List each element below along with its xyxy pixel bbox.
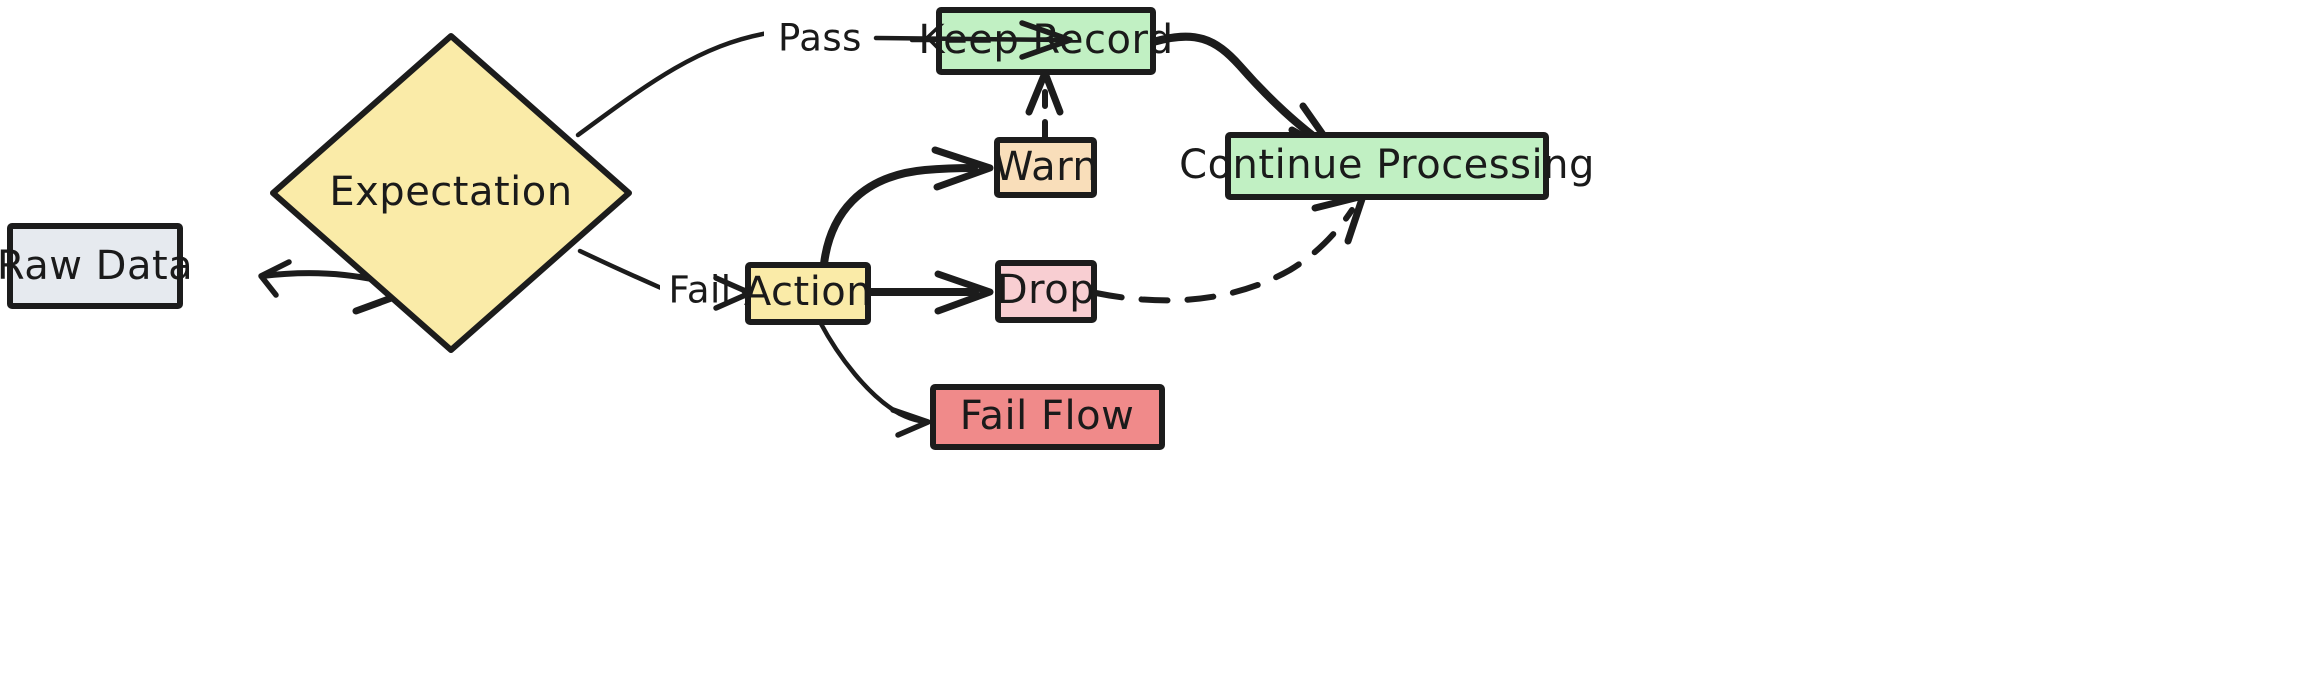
edge-path-action-to-warn bbox=[820, 164, 978, 268]
node-continue-processing[interactable]: Continue Processing bbox=[1179, 132, 1595, 200]
arrowhead-to-warn bbox=[931, 146, 994, 191]
action-label: Action bbox=[744, 269, 872, 315]
edge-path-keep-record-to-continue bbox=[1149, 32, 1334, 152]
node-action[interactable]: Action bbox=[744, 262, 872, 325]
raw-data-box[interactable] bbox=[7, 223, 183, 309]
continue-processing-box[interactable] bbox=[1225, 132, 1549, 200]
fail-label-backdrop bbox=[660, 268, 744, 316]
pass-arrow-stub bbox=[873, 35, 1069, 43]
edge-warn-to-keep-record bbox=[1025, 69, 1064, 141]
edge-action-to-fail-flow bbox=[817, 319, 931, 438]
edge-drop-to-continue bbox=[1093, 192, 1367, 304]
node-raw-data[interactable]: Raw Data bbox=[0, 223, 193, 309]
edge-action-to-warn bbox=[820, 146, 994, 268]
node-expectation[interactable]: Expectation bbox=[270, 33, 632, 353]
continue-processing-label: Continue Processing bbox=[1179, 142, 1595, 188]
warn-box[interactable] bbox=[994, 137, 1097, 198]
expectation-label: Expectation bbox=[329, 169, 572, 215]
raw-data-label: Raw Data bbox=[0, 243, 193, 289]
expectation-diamond[interactable] bbox=[270, 33, 632, 353]
edge-path-action-to-fail-flow bbox=[817, 319, 923, 424]
fail-flow-box[interactable] bbox=[930, 384, 1165, 450]
pass-arrowhead-restate bbox=[1019, 20, 1073, 60]
drop-box[interactable] bbox=[995, 260, 1097, 323]
edge-label-pass: Pass bbox=[778, 17, 862, 60]
arrowhead-to-continue-from-drop bbox=[1311, 192, 1367, 245]
edge-label-pass-group: Pass bbox=[764, 14, 876, 64]
node-drop[interactable]: Drop bbox=[995, 260, 1097, 323]
fail-arrowhead-restate bbox=[713, 275, 753, 311]
edge-action-to-drop bbox=[864, 270, 994, 315]
edge-path-expectation-fail bbox=[577, 248, 671, 294]
arrowhead-to-raw-data bbox=[258, 259, 292, 298]
drop-label: Drop bbox=[997, 267, 1095, 313]
pass-label-backdrop bbox=[764, 14, 876, 64]
arrowhead-to-fail-flow bbox=[890, 407, 931, 438]
fail-flow-label: Fail Flow bbox=[960, 393, 1135, 439]
edge-label-fail-group: Fail bbox=[660, 268, 744, 316]
label-adjacent-arrow-stubs bbox=[713, 20, 1073, 311]
warn-label: Warn bbox=[994, 144, 1099, 190]
edge-path-drop-to-continue bbox=[1093, 207, 1355, 304]
node-warn[interactable]: Warn bbox=[994, 137, 1099, 198]
node-fail-flow[interactable]: Fail Flow bbox=[930, 384, 1165, 450]
arrowhead-to-drop bbox=[934, 270, 994, 315]
